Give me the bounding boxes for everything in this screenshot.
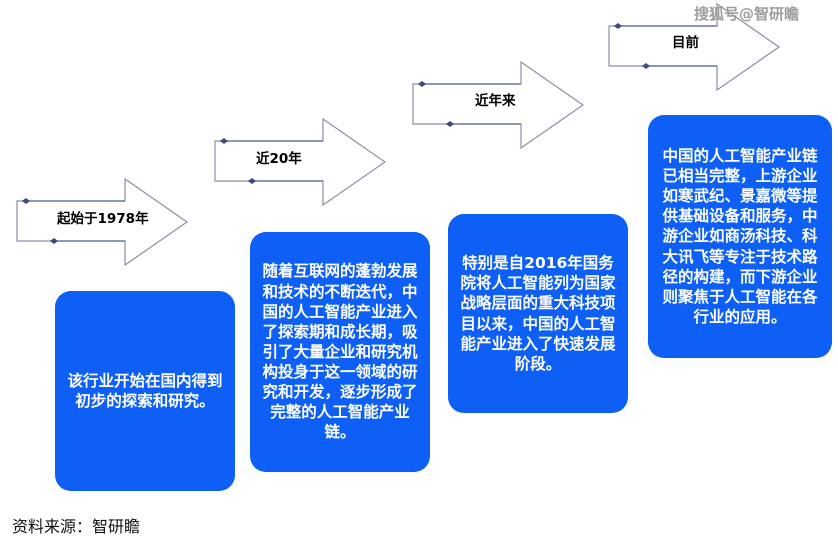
stage-4-tail-upper-marker bbox=[614, 23, 622, 29]
stage-1-callout-text: 该行业开始在国内得到初步的探索和研究。 bbox=[67, 371, 223, 410]
stage-4-tail-lower-marker bbox=[642, 63, 650, 69]
stage-2-arrow bbox=[210, 115, 430, 210]
stage-1-callout-box: 该行业开始在国内得到初步的探索和研究。 bbox=[55, 291, 235, 491]
stage-4-callout-text: 中国的人工智能产业链已相当完整，上游企业如寒武纪、景嘉微等提供基础设备和服务，中… bbox=[662, 146, 818, 326]
source-note: 资料来源：智研瞻 bbox=[12, 517, 141, 536]
stage-3-callout-text: 特别是自2016年国务院将人工智能列为国家战略层面的重大科技项目以来，中国的人工… bbox=[460, 254, 616, 373]
stage-4-callout-box: 中国的人工智能产业链已相当完整，上游企业如寒武纪、景嘉微等提供基础设备和服务，中… bbox=[648, 115, 832, 358]
stage-3-arrow bbox=[408, 58, 628, 153]
sohu-watermark: 搜狐号@智研瞻 bbox=[694, 5, 800, 23]
stage-3-callout-box: 特别是自2016年国务院将人工智能列为国家战略层面的重大科技项目以来，中国的人工… bbox=[448, 214, 628, 413]
stage-1-tail-lower-marker bbox=[50, 238, 58, 244]
stage-3-tail-upper-marker bbox=[418, 81, 426, 87]
stage-3-tail-lower-marker bbox=[446, 121, 454, 127]
stage-1-tail-upper-marker bbox=[22, 198, 30, 204]
stage-1-arrow-label: 起始于1978年 bbox=[57, 211, 149, 227]
stage-2-tail-lower-marker bbox=[248, 178, 256, 184]
stage-2-callout-box: 随着互联网的蓬勃发展和技术的不断迭代，中国的人工智能产业进入了探索期和成长期，吸… bbox=[250, 232, 430, 472]
stage-2-tail-upper-marker bbox=[220, 138, 228, 144]
stage-2-callout-text: 随着互联网的蓬勃发展和技术的不断迭代，中国的人工智能产业进入了探索期和成长期，吸… bbox=[262, 262, 418, 442]
stage-1-arrow bbox=[12, 175, 232, 270]
stage-4-arrow-label: 目前 bbox=[672, 35, 699, 51]
stage-3-arrow-label: 近年来 bbox=[475, 93, 516, 109]
stage-2-arrow-label: 近20年 bbox=[256, 151, 302, 167]
stage-4-arrow bbox=[604, 0, 824, 95]
